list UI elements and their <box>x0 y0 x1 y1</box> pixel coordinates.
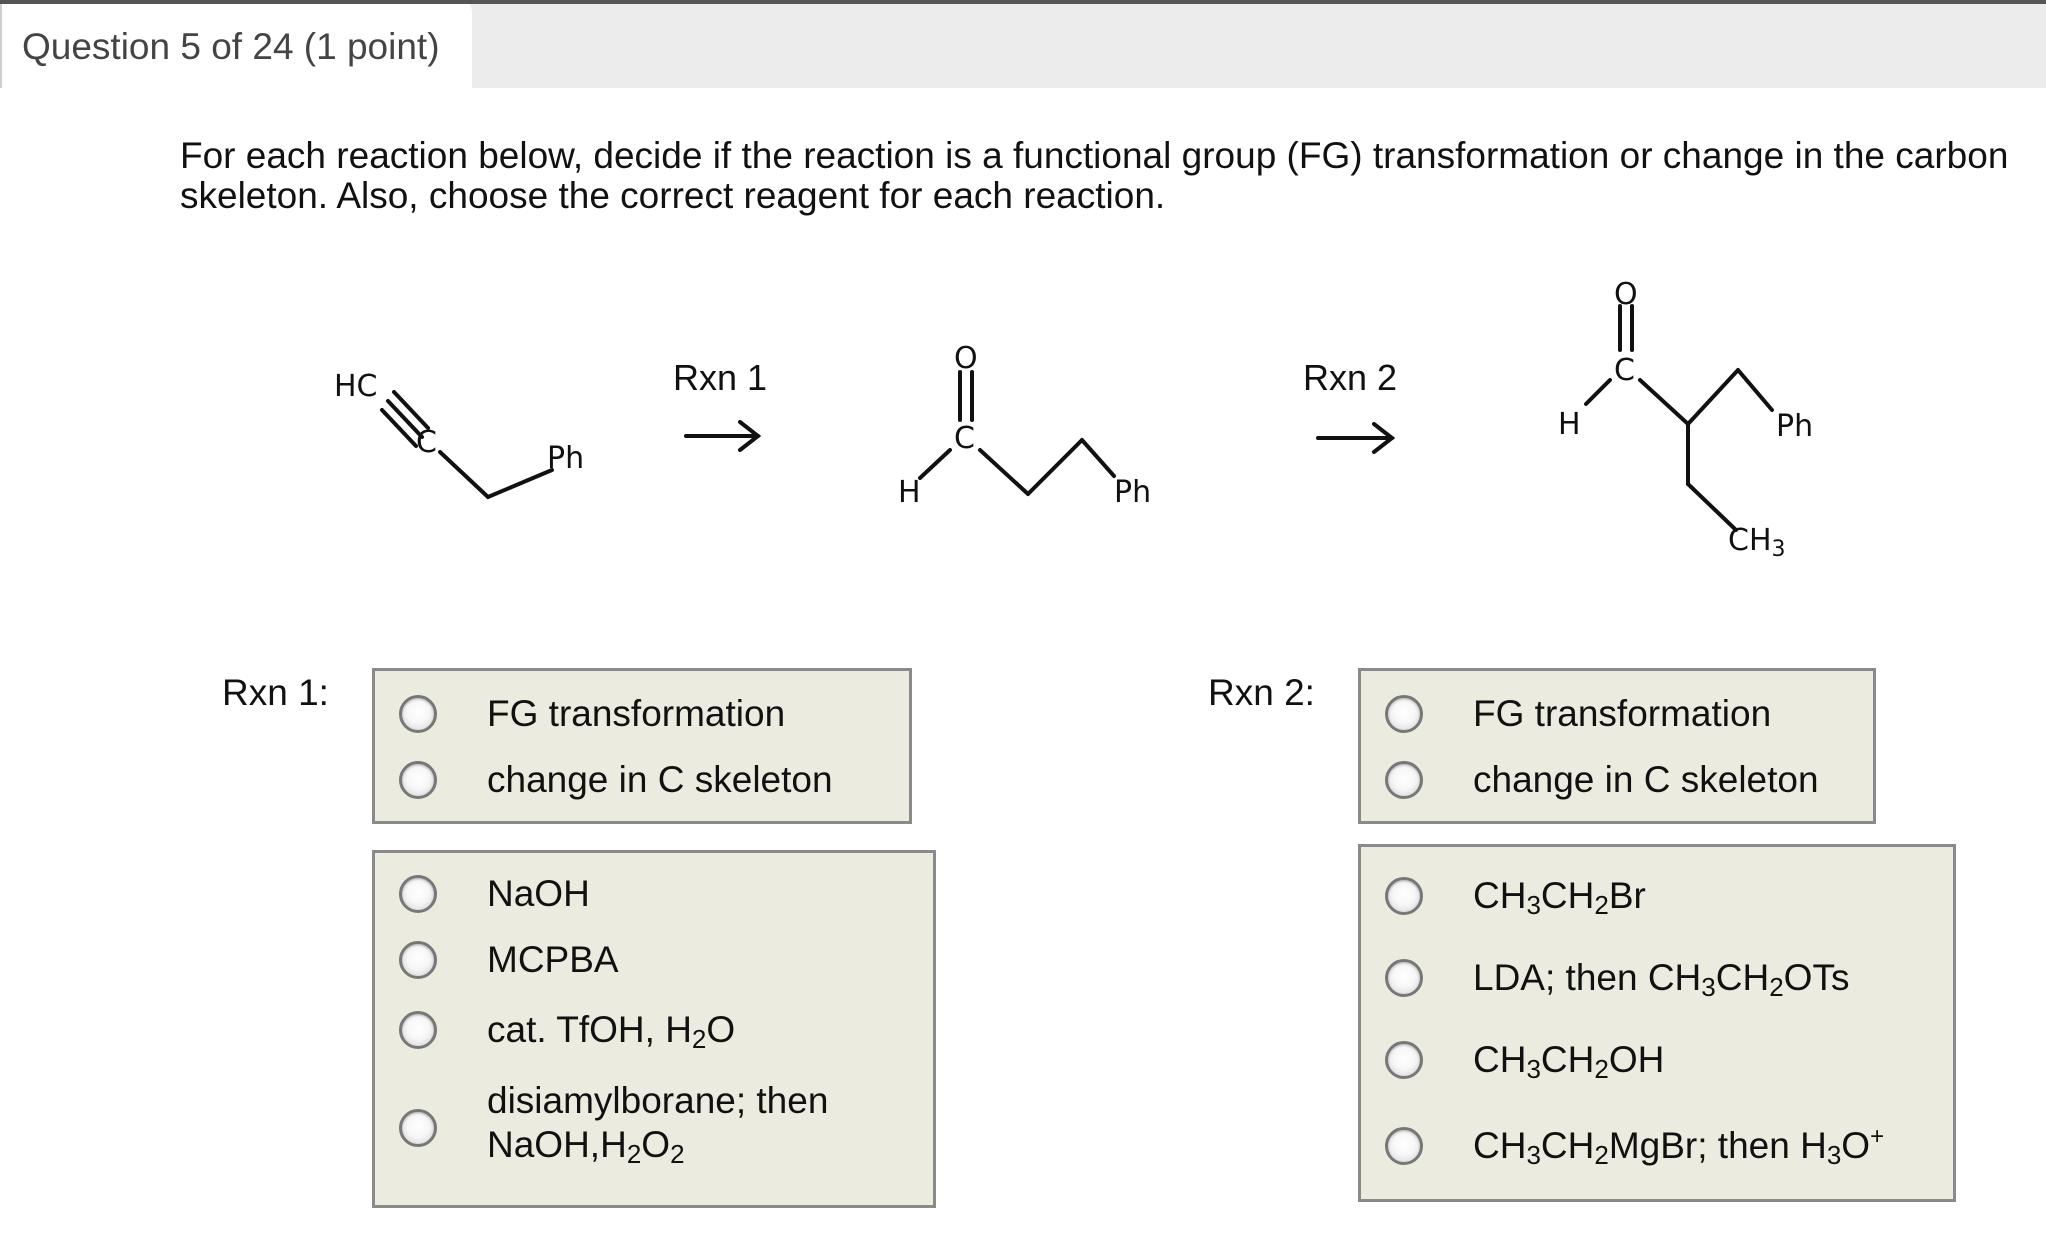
radio-button[interactable] <box>1385 695 1423 733</box>
radio-button[interactable] <box>1385 959 1423 997</box>
sm-hc-label: HC <box>334 369 378 404</box>
rxn2-type-option-fg[interactable]: FG transformation <box>1361 685 1873 745</box>
p2-bond-c-h <box>1584 378 1612 406</box>
rxn2-reagent-option-ethanol[interactable]: CH3CH2OH <box>1361 1031 1953 1091</box>
rxn2-label: Rxn 2: <box>1208 672 1315 713</box>
rxn1-reagent-option-mcpba[interactable]: MCPBA <box>375 931 933 991</box>
p2-c-label: C <box>1614 353 1635 388</box>
radio-button[interactable] <box>399 875 437 913</box>
triple-bond-line-1 <box>392 390 430 430</box>
rxn2-reagent-option-lda[interactable]: LDA; then CH3CH2OTs <box>1361 949 1953 1009</box>
p2-ch3-label: CH3 <box>1728 523 1786 562</box>
rxn1-type-option-fg[interactable]: FG transformation <box>375 685 909 745</box>
option-label: change in C skeleton <box>1473 759 1819 800</box>
arrow-1-head <box>738 420 762 452</box>
rxn2-reagent-option-grignard[interactable]: CH3CH2MgBr; then H3O+ <box>1361 1117 1953 1177</box>
radio-button[interactable] <box>399 941 437 979</box>
radio-button[interactable] <box>1385 877 1423 915</box>
radio-button[interactable] <box>399 761 437 799</box>
sm-ph-label: Ph <box>547 441 584 476</box>
radio-button[interactable] <box>399 695 437 733</box>
radio-button[interactable] <box>1385 1127 1423 1165</box>
option-label: LDA; then CH3CH2OTs <box>1473 957 1850 1002</box>
p1-ph-label: Ph <box>1114 475 1151 510</box>
rxn1-type-group: FG transformation change in C skeleton <box>372 668 912 824</box>
option-label: FG transformation <box>1473 693 1772 734</box>
window-top-border <box>0 0 2046 4</box>
p2-bond-ch2-ch3 <box>1686 482 1738 532</box>
rxn2-type-option-skeleton[interactable]: change in C skeleton <box>1361 751 1873 811</box>
radio-button[interactable] <box>1385 761 1423 799</box>
radio-button[interactable] <box>399 1109 437 1147</box>
question-prompt: For each reaction below, decide if the r… <box>180 135 2009 216</box>
rxn1-reagent-option-tfoh[interactable]: cat. TfOH, H2O <box>375 1001 933 1061</box>
option-label: CH3CH2Br <box>1473 875 1646 920</box>
rxn2-reagent-option-ethyl-bromide[interactable]: CH3CH2Br <box>1361 867 1953 927</box>
p1-h-label: H <box>898 475 921 510</box>
p2-ph-label: Ph <box>1776 409 1813 444</box>
rxn2-reagent-group: CH3CH2Br LDA; then CH3CH2OTs CH3CH2OH CH… <box>1358 844 1956 1202</box>
question-tab[interactable]: Question 5 of 24 (1 point) <box>0 4 472 88</box>
p1-o-label: O <box>954 341 978 376</box>
option-label: NaOH <box>487 873 590 914</box>
option-label: cat. TfOH, H2O <box>487 1009 736 1054</box>
question-tab-title: Question 5 of 24 (1 point) <box>22 26 440 67</box>
radio-button[interactable] <box>399 1011 437 1049</box>
option-label: CH3CH2OH <box>1473 1039 1665 1084</box>
option-label: CH3CH2MgBr; then H3O+ <box>1473 1123 1885 1170</box>
arrow-2-label: Rxn 2 <box>1303 357 1397 398</box>
rxn1-label: Rxn 1: <box>222 672 329 713</box>
rxn1-reagent-option-naoh[interactable]: NaOH <box>375 865 933 925</box>
bond-ch2-ph <box>486 468 554 499</box>
p1-bond-c-ch2 <box>978 448 1030 496</box>
arrow-1-label: Rxn 1 <box>673 357 767 398</box>
rxn1-type-option-skeleton[interactable]: change in C skeleton <box>375 751 909 811</box>
p2-bond-c-ch <box>1638 378 1690 426</box>
p1-bond-ch2-ph <box>1080 438 1116 478</box>
sm-c-label: C <box>416 425 437 460</box>
triple-bond-line-3 <box>380 408 418 448</box>
option-label: FG transformation <box>487 693 786 734</box>
bond-c-ch2 <box>438 450 490 499</box>
radio-button[interactable] <box>1385 1041 1423 1079</box>
reaction-scheme: HC C Ph Rxn 1 O C H Ph Rxn 2 O C H Ph CH… <box>334 277 1813 562</box>
p2-bond-ch2-ph <box>1736 368 1774 412</box>
arrow-2-head <box>1372 422 1396 454</box>
p2-h-label: H <box>1558 407 1581 442</box>
rxn1-reagent-group: NaOH MCPBA cat. TfOH, H2O disiamylborane… <box>372 850 936 1208</box>
option-label: change in C skeleton <box>487 759 833 800</box>
p2-o-label: O <box>1614 277 1638 312</box>
rxn2-type-group: FG transformation change in C skeleton <box>1358 668 1876 824</box>
p1-bond-c-h <box>918 448 952 480</box>
option-label: MCPBA <box>487 939 619 980</box>
p1-bond-ch2-ch2 <box>1026 438 1084 496</box>
triple-bond-line-2 <box>386 399 424 439</box>
p2-bond-ch-ch2 <box>1686 368 1740 426</box>
p1-c-label: C <box>954 421 975 456</box>
